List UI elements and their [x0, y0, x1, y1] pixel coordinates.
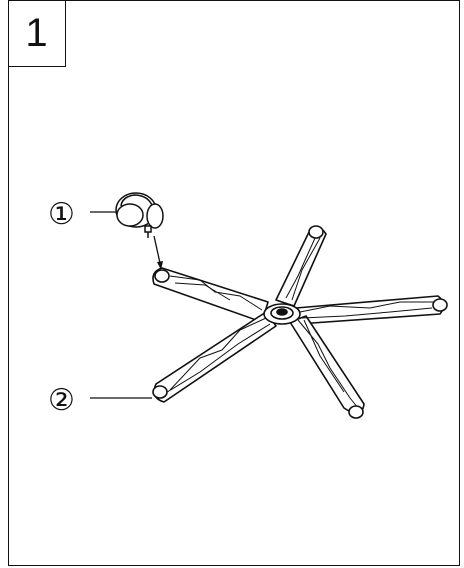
- step-number: 1: [25, 10, 48, 55]
- caster-wheel-icon: [115, 192, 164, 238]
- instruction-frame: [8, 0, 460, 566]
- five-star-base-icon: [152, 225, 448, 419]
- insertion-arrow: [153, 235, 163, 270]
- callout-caster-label: ①: [48, 197, 75, 232]
- step-number-box: 1: [8, 0, 66, 67]
- callout-base-label: ②: [48, 383, 75, 418]
